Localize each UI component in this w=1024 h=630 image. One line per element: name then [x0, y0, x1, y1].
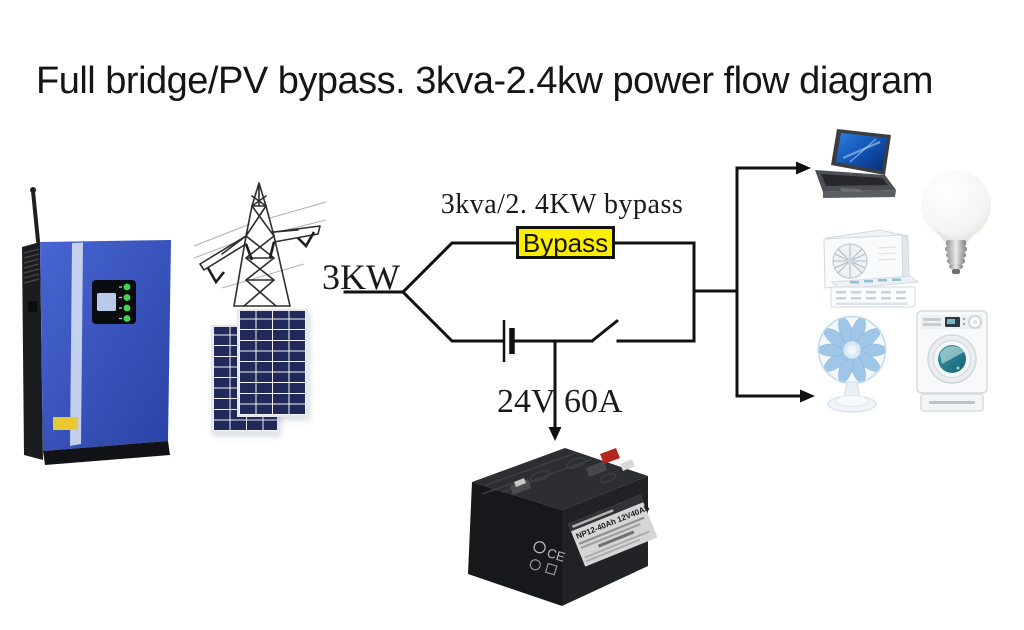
switch-symbol — [590, 319, 619, 343]
laptop-keyboard — [821, 174, 888, 186]
inverter-base — [43, 441, 170, 465]
battery-front-face — [468, 482, 562, 606]
ac-fan-grille — [832, 243, 868, 279]
bulb-screw-base — [945, 240, 967, 274]
light-bulb-image — [921, 170, 991, 274]
warning-sticker — [53, 417, 78, 430]
bypass-box: Bypass — [516, 226, 615, 259]
inverter-side-panel — [22, 242, 43, 460]
battery-image: NP12-40Ah 12V40Ah CE — [468, 448, 658, 606]
inverter-display — [92, 280, 136, 324]
antenna-icon — [31, 189, 40, 243]
arrow-load-top — [796, 161, 811, 175]
bulb-globe — [921, 170, 991, 240]
electric-fan-image — [817, 315, 887, 413]
arrow-load-bottom — [800, 389, 815, 403]
bypass-caption-label: 3kva/2. 4KW bypass — [440, 189, 684, 220]
arrowheads — [548, 161, 815, 441]
diagram-title: Full bridge/PV bypass. 3kva-2.4kw power … — [36, 60, 933, 102]
red-terminal — [600, 448, 620, 464]
washing-machine-image — [916, 310, 988, 412]
battery-amps-label: 60A — [564, 383, 623, 420]
arrow-to-battery — [548, 427, 562, 441]
inverter-image — [22, 187, 171, 465]
battery-volts-label: 24V — [497, 383, 556, 420]
ce-mark: CE — [545, 545, 567, 565]
laptop-touchpad — [840, 188, 862, 192]
laptop-image — [815, 129, 896, 198]
transmission-tower-image — [193, 182, 327, 307]
source-power-label: 3KW — [322, 257, 400, 297]
fan-blades — [817, 315, 887, 385]
solar-panel-front — [237, 309, 308, 417]
wire-split-bottom — [400, 289, 505, 343]
washer-door — [927, 334, 977, 384]
battery-cell-symbol — [502, 320, 515, 362]
certification-marks: CE — [529, 541, 567, 576]
air-conditioner-image — [823, 229, 920, 308]
wire-split-top — [400, 241, 520, 295]
battery-terminals — [510, 448, 635, 495]
inverter-stripe — [70, 242, 83, 446]
